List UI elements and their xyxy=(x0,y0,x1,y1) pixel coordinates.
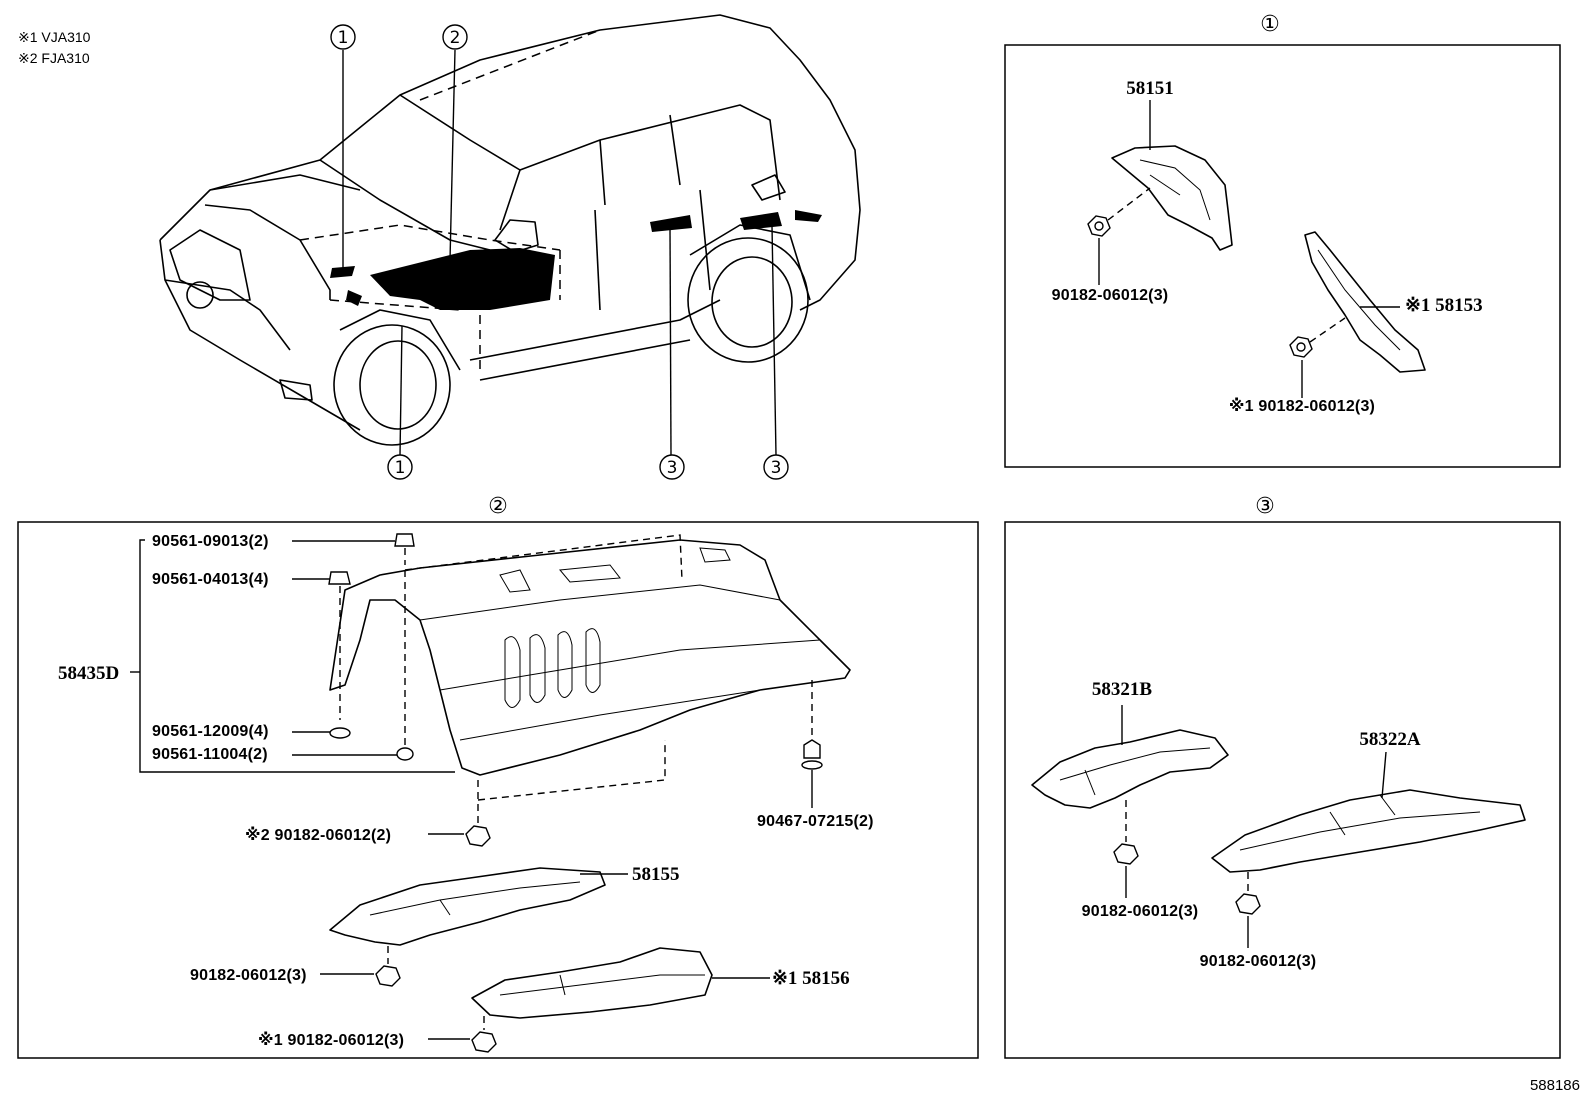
nut-e-icon xyxy=(1113,843,1139,865)
section-3: ③ 58321B 90182-06012(3) 58322A 90182-060… xyxy=(1004,494,1561,1059)
label-58156: ※1 58156 xyxy=(772,968,850,989)
label-58155: 58155 xyxy=(632,864,680,885)
label-90561-12009: 90561-12009(4) xyxy=(152,723,269,740)
clip-11004-icon xyxy=(396,747,414,761)
section-2: ② 58435D 90561-09013(2) 90561-04013(4) 9… xyxy=(17,494,979,1059)
label-90182-s2: ※2 90182-06012(2) xyxy=(245,826,391,844)
label-90182-c: 90182-06012(3) xyxy=(190,967,307,984)
callout-3-right: 3 xyxy=(771,458,782,478)
label-58151: 58151 xyxy=(1126,78,1174,99)
label-90182-e: 90182-06012(3) xyxy=(1082,903,1199,920)
section-1-label: ① xyxy=(1260,12,1280,37)
label-58321B: 58321B xyxy=(1092,679,1153,700)
label-58153: ※1 58153 xyxy=(1405,295,1483,316)
clip-12009-icon xyxy=(329,727,351,739)
callout-3-left: 3 xyxy=(667,458,678,478)
part-58153-shape xyxy=(1304,231,1426,373)
label-90561-04013: 90561-04013(4) xyxy=(152,571,269,588)
label-90182-f: 90182-06012(3) xyxy=(1200,953,1317,970)
grommet-04013-icon xyxy=(328,571,351,585)
fastener-a-icon xyxy=(1087,215,1111,237)
label-90467: 90467-07215(2) xyxy=(757,813,874,830)
fastener-b-icon xyxy=(1289,336,1313,358)
note-vja310: ※1 VJA310 xyxy=(18,29,91,45)
nut-d-icon xyxy=(471,1031,497,1053)
section-1-box xyxy=(1004,44,1561,468)
nut-s2-icon xyxy=(465,825,491,847)
label-90182-a: 90182-06012(3) xyxy=(1052,287,1169,304)
part-58321B-shape xyxy=(1031,729,1229,809)
nut-c-icon xyxy=(375,965,401,987)
part-58155-shape xyxy=(329,867,606,946)
vehicle-overview: 1 2 1 3 3 xyxy=(159,14,861,480)
label-58435D: 58435D xyxy=(58,663,119,684)
label-90182-b: ※1 90182-06012(3) xyxy=(1229,397,1375,415)
section-3-box xyxy=(1004,521,1561,1059)
clip-90467-icon xyxy=(803,739,821,759)
section-2-box xyxy=(17,521,979,1059)
part-58151-shape xyxy=(1111,145,1233,251)
callout-1-bottom: 1 xyxy=(395,458,406,478)
label-90561-09013: 90561-09013(2) xyxy=(152,533,269,550)
section-1: ① 58151 90182-06012(3) ※1 58153 ※1 90182… xyxy=(1004,12,1561,468)
section-3-label: ③ xyxy=(1255,494,1275,519)
label-90561-11004: 90561-11004(2) xyxy=(152,746,268,763)
label-58322A: 58322A xyxy=(1359,729,1421,750)
label-90182-d: ※1 90182-06012(3) xyxy=(258,1031,404,1049)
part-58322A-shape xyxy=(1211,789,1526,873)
callout-2-top: 2 xyxy=(450,28,461,48)
note-fja310: ※2 FJA310 xyxy=(18,50,90,66)
part-58435D-shape xyxy=(329,539,851,776)
section-2-label: ② xyxy=(488,494,508,519)
nut-f-icon xyxy=(1235,893,1261,915)
grommet-09013-icon xyxy=(394,533,415,547)
drawing-id: 588186 xyxy=(1530,1077,1580,1094)
callout-1-top: 1 xyxy=(338,28,349,48)
